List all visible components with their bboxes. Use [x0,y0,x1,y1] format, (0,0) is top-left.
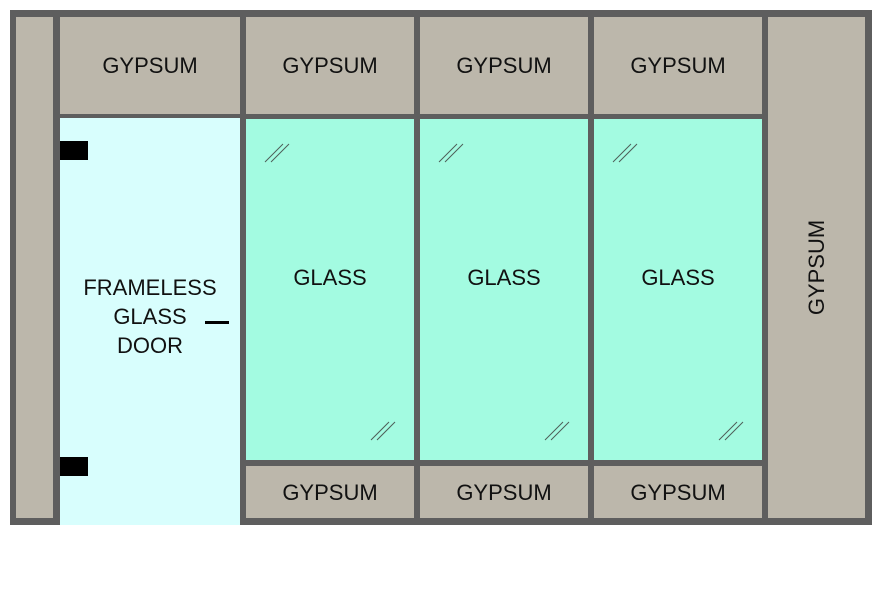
panel-label: GYPSUM [630,479,726,505]
right-gypsum-panel: GYPSUM [768,17,865,518]
door-handle-icon [205,321,229,324]
panel-label: GYPSUM [282,53,378,78]
panel-label: GLASS [467,265,541,290]
door-label-line-3: DOOR [117,333,183,358]
glass-panel-2: GLASS [420,119,588,460]
door-label-line-1: FRAMELESS [83,275,217,300]
left-gypsum-strip [16,17,53,518]
glass-reflection-icon [438,143,464,163]
bottom-gypsum-panel-2: GYPSUM [420,466,588,518]
glass-reflection-icon [544,421,570,441]
panel-label: GLASS [641,265,715,290]
glass-reflection-icon [612,143,638,163]
glass-reflection-icon [264,143,290,163]
top-gypsum-panel-1: GYPSUM [60,17,240,114]
glass-reflection-icon [718,421,744,441]
bottom-hinge-icon [60,457,88,476]
panel-label: GYPSUM [456,53,552,78]
top-gypsum-panel-3: GYPSUM [420,17,588,114]
panel-label: GYPSUM [456,479,552,505]
bottom-gypsum-panel-1: GYPSUM [246,466,414,518]
top-hinge-icon [60,141,88,160]
glass-panel-1: GLASS [246,119,414,460]
glass-reflection-icon [370,421,396,441]
top-gypsum-panel-4: GYPSUM [594,17,762,114]
panel-label: GYPSUM [803,219,829,316]
top-gypsum-panel-2: GYPSUM [246,17,414,114]
panel-label: GYPSUM [102,53,198,78]
glass-panel-3: GLASS [594,119,762,460]
panel-label: GYPSUM [282,479,378,505]
panel-label: GLASS [293,265,367,290]
bottom-gypsum-panel-3: GYPSUM [594,466,762,518]
panel-label: GYPSUM [630,53,726,78]
door-label-line-2: GLASS [113,304,187,329]
